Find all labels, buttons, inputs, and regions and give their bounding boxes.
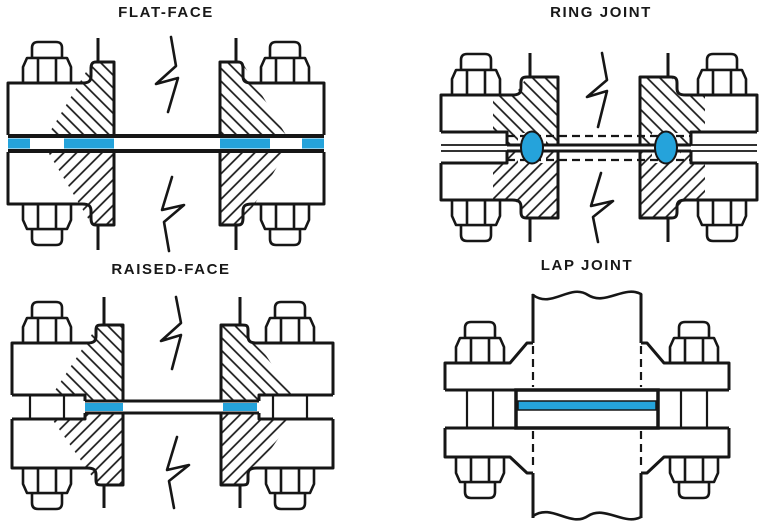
pipe-walls: [528, 53, 670, 242]
ring-joint-flange-outline: [439, 53, 759, 242]
raised-face-diagram: [10, 295, 335, 511]
pipe-break-lines: [159, 295, 191, 510]
bolt-shanks: [28, 395, 309, 419]
raised-face-hatching: [52, 325, 292, 485]
ring-gaskets: [520, 130, 678, 165]
lap-stub-ends: [514, 388, 660, 430]
raised-face-gasket: [85, 403, 257, 411]
lap-joint-diagram: [443, 290, 731, 521]
lap-joint-gasket: [517, 400, 657, 411]
title-lap-joint: LAP JOINT: [540, 257, 634, 274]
pipe-break-lines: [531, 290, 643, 521]
pipe-walls: [102, 297, 242, 508]
flat-face-hatching: [48, 62, 286, 225]
title-raised-face: RAISED-FACE: [111, 261, 231, 278]
raised-face-lines: [85, 399, 259, 415]
pipe-walls: [531, 294, 643, 518]
lap-joint-flange-outline: [443, 294, 731, 518]
title-flat-face: FLAT-FACE: [118, 4, 214, 21]
title-ring-joint: RING JOINT: [550, 4, 652, 21]
pipe-walls: [96, 38, 238, 250]
flat-face-gasket: [8, 138, 324, 149]
flat-face-flange-outline: [6, 38, 326, 250]
pipe-break-lines: [585, 51, 615, 244]
flat-face-diagram: [6, 35, 326, 253]
ring-groove: [441, 133, 757, 163]
ring-joint-hatching: [493, 78, 705, 217]
hidden-pipe-lines: [531, 346, 643, 470]
pipe-break-lines: [154, 35, 186, 253]
ring-joint-diagram: [439, 51, 759, 244]
raised-face-flange-outline: [10, 297, 335, 508]
bolt-shanks: [465, 390, 709, 428]
